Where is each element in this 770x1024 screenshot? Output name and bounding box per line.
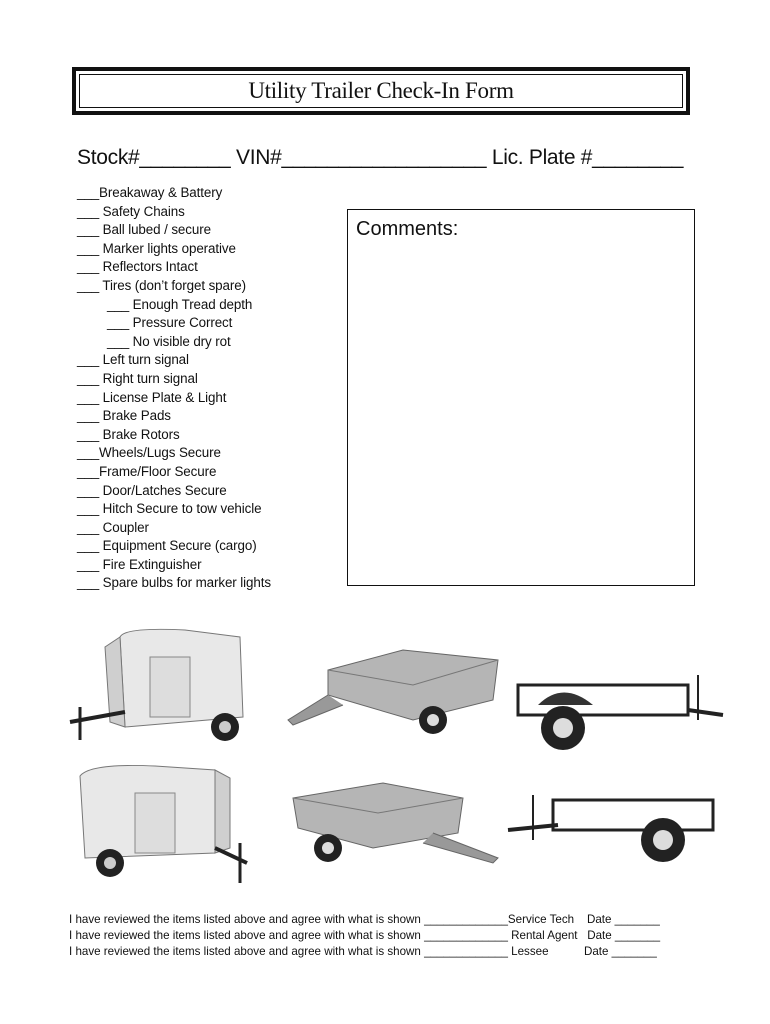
vin-field[interactable]: VIN#__________________ xyxy=(235,146,487,169)
checklist-item[interactable]: ___ Marker lights operative xyxy=(77,240,236,256)
plate-field[interactable]: Lic. Plate #________ xyxy=(491,146,684,169)
utility-trailer-image xyxy=(292,782,499,864)
checklist-item[interactable]: ___ Pressure Correct xyxy=(107,315,233,331)
checklist-item[interactable]: ___ Door/Latches Secure xyxy=(77,482,227,498)
comments-box[interactable]: Comments: xyxy=(347,209,695,586)
checklist-item[interactable]: ___ Right turn signal xyxy=(77,370,198,386)
checklist-item[interactable]: ___ Ball lubed / secure xyxy=(77,222,211,238)
checklist-item[interactable]: ___ Fire Extinguisher xyxy=(77,556,202,572)
checklist-item[interactable]: ___Wheels/Lugs Secure xyxy=(77,445,221,461)
page-title: Utility Trailer Check-In Form xyxy=(248,78,514,103)
utility-trailer-image xyxy=(287,649,499,734)
frame-trailer-image xyxy=(516,675,724,750)
checklist-item[interactable]: ___ Brake Rotors xyxy=(77,426,180,442)
id-fields: Stock#________ VIN#__________________ Li… xyxy=(77,146,683,170)
checklist-item[interactable]: ___ Hitch Secure to tow vehicle xyxy=(77,501,262,517)
frame-trailer-image xyxy=(507,795,715,862)
checklist-item[interactable]: ___ Spare bulbs for marker lights xyxy=(77,575,271,591)
enclosed-trailer-image xyxy=(79,764,248,883)
signature-line[interactable]: I have reviewed the items listed above a… xyxy=(69,913,660,926)
checklist-item[interactable]: ___ Left turn signal xyxy=(77,352,189,368)
checklist-item[interactable]: ___ Brake Pads xyxy=(77,408,171,424)
checklist-item[interactable]: ___ Tires (don’t forget spare) xyxy=(77,277,246,293)
checklist: ___Breakaway & Battery ___ Safety Chains _… xyxy=(77,184,271,593)
title-box: Utility Trailer Check-In Form xyxy=(72,67,690,115)
comments-label: Comments: xyxy=(356,218,459,240)
checklist-item[interactable]: ___Breakaway & Battery xyxy=(77,185,223,200)
checklist-item[interactable]: ___ License Plate & Light xyxy=(77,389,227,405)
signature-line[interactable]: I have reviewed the items listed above a… xyxy=(69,945,657,958)
checklist-item[interactable]: ___ Reflectors Intact xyxy=(77,259,198,275)
signature-line[interactable]: I have reviewed the items listed above a… xyxy=(69,929,661,942)
signature-lines: I have reviewed the items listed above a… xyxy=(69,912,660,960)
checklist-item[interactable]: ___ Enough Tread depth xyxy=(107,296,253,312)
checklist-item[interactable]: ___ Equipment Secure (cargo) xyxy=(77,538,257,554)
enclosed-trailer-image xyxy=(69,628,244,741)
checklist-item[interactable]: ___Frame/Floor Secure xyxy=(77,463,217,479)
checklist-item[interactable]: ___ No visible dry rot xyxy=(107,333,231,349)
checklist-item[interactable]: ___ Coupler xyxy=(77,519,149,535)
stock-field[interactable]: Stock#________ xyxy=(77,146,231,169)
checklist-item[interactable]: ___ Safety Chains xyxy=(77,203,185,219)
